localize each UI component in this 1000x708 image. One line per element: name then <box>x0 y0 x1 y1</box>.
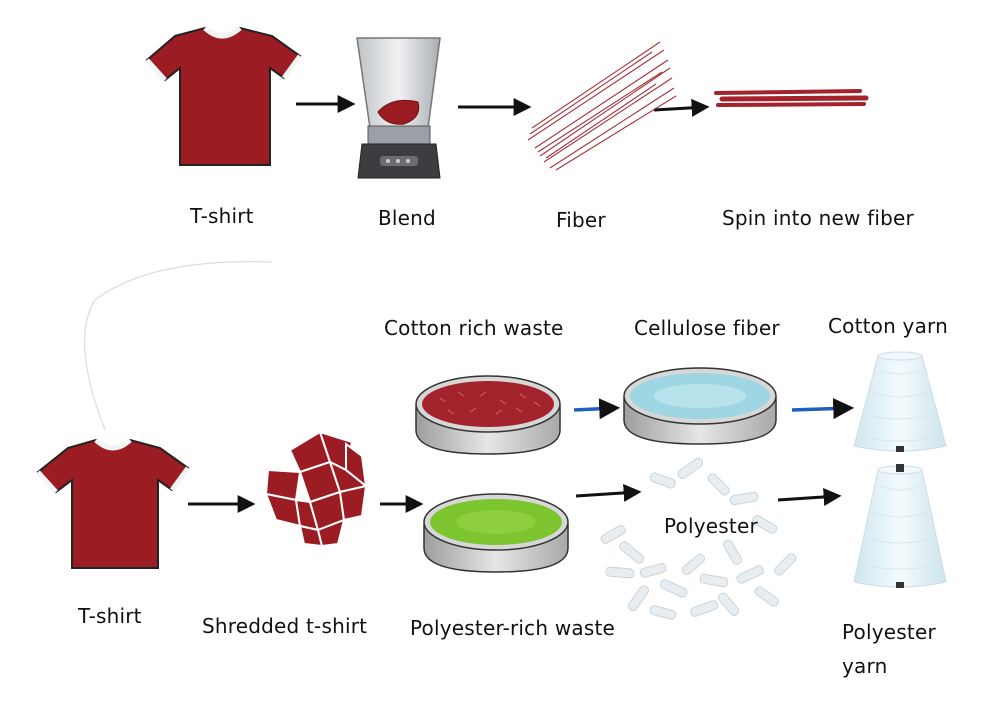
arrow-3 <box>653 98 710 117</box>
polyester-pellets-icon <box>600 457 797 620</box>
arrow-6 <box>573 398 621 420</box>
arrow-8 <box>791 398 855 420</box>
label-spin: Spin into new fiber <box>722 206 914 230</box>
label-polyester: Polyester <box>664 514 758 538</box>
label-tshirt-bottom: T-shirt <box>78 604 142 628</box>
connector-curve <box>83 261 273 431</box>
polyester-yarn-cone-icon <box>853 464 947 588</box>
label-polyester-rich-waste: Polyester-rich waste <box>410 616 615 640</box>
blender-icon <box>356 37 441 179</box>
cotton-waste-dish-icon <box>415 375 561 455</box>
label-shredded-tshirt: Shredded t-shirt <box>202 614 368 638</box>
spun-fiber-icon <box>714 89 869 107</box>
cellulose-fiber-dish-icon <box>623 367 777 445</box>
arrow-7 <box>575 483 642 502</box>
label-cellulose-fiber: Cellulose fiber <box>634 316 780 340</box>
cotton-yarn-cone-icon <box>853 351 947 452</box>
polyester-waste-dish-icon <box>423 493 569 573</box>
tshirt-bottom-icon <box>36 438 191 569</box>
arrow-9 <box>777 487 842 506</box>
label-blend: Blend <box>378 206 436 230</box>
shredded-tshirt-icon <box>264 430 369 548</box>
label-cotton-rich-waste: Cotton rich waste <box>384 316 564 340</box>
label-tshirt-top: T-shirt <box>190 204 254 228</box>
fiber-icon <box>527 41 677 171</box>
label-cotton-yarn: Cotton yarn <box>828 314 948 338</box>
label-fiber: Fiber <box>556 208 606 232</box>
label-polyester-yarn-line2: yarn <box>842 654 888 678</box>
label-polyester-yarn-line1: Polyester <box>842 620 936 644</box>
tshirt-top-icon <box>145 26 303 166</box>
